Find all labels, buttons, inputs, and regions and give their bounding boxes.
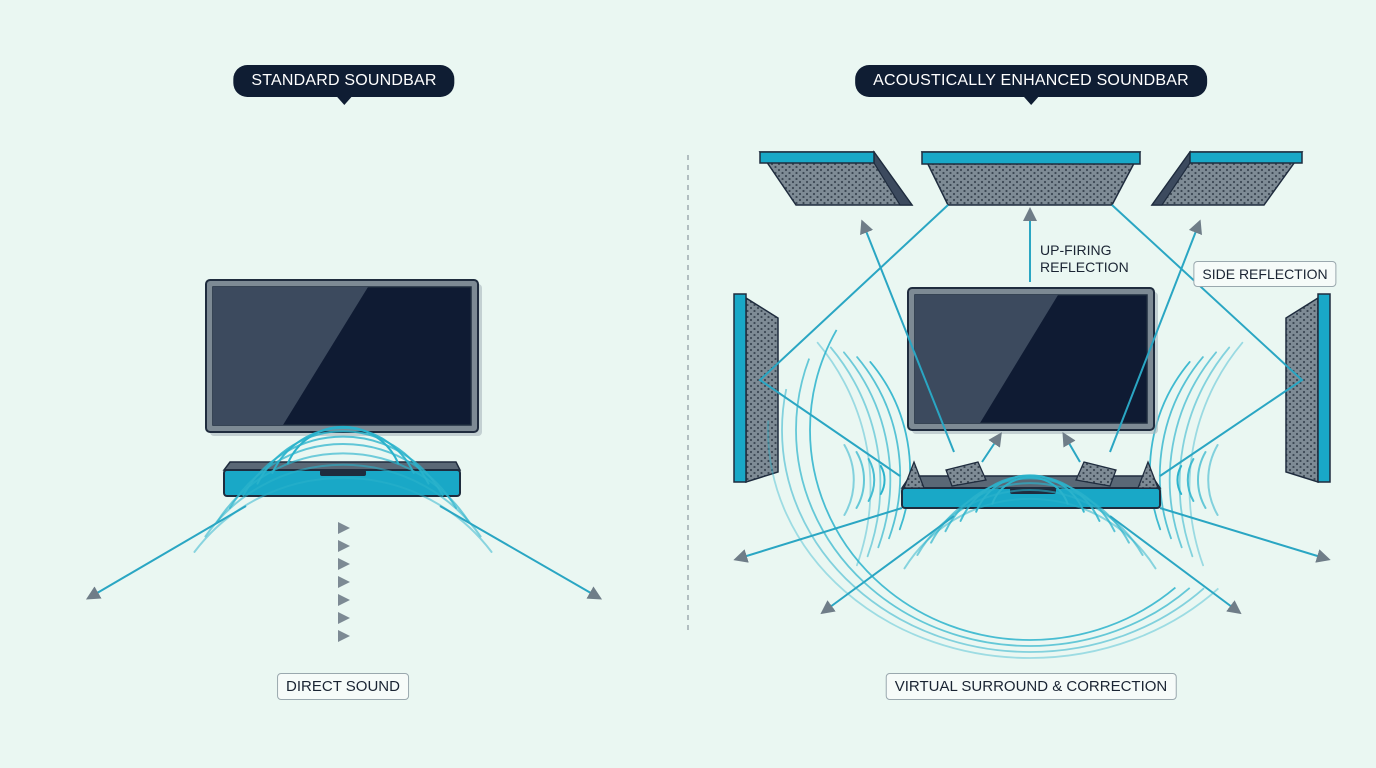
side-wave-left bbox=[855, 451, 866, 509]
direction-marker bbox=[338, 522, 350, 534]
surround-wave-arc-right bbox=[1168, 351, 1217, 549]
side-driver-right bbox=[1137, 460, 1159, 489]
direction-marker bbox=[338, 612, 350, 624]
direct-arrow-left bbox=[85, 505, 247, 600]
surround-wave-arc-left bbox=[856, 356, 902, 540]
surround-wave-arc-left bbox=[843, 351, 892, 549]
wave-arc bbox=[216, 452, 470, 523]
direction-marker bbox=[338, 594, 350, 606]
wave-arc bbox=[228, 443, 458, 509]
wall-panel-left bbox=[733, 293, 779, 484]
reflection-paths bbox=[758, 204, 1304, 477]
wave-arc bbox=[204, 463, 482, 538]
side-wave-right bbox=[1196, 451, 1207, 509]
side-wave-left bbox=[879, 465, 886, 495]
ceiling-panel-center bbox=[920, 151, 1142, 206]
left-panel bbox=[85, 279, 603, 642]
ceiling-panel-left bbox=[758, 150, 914, 206]
wall-panel-right bbox=[1285, 293, 1331, 484]
wave-direction-markers bbox=[338, 522, 350, 642]
surround-wave-arc-right bbox=[1158, 356, 1204, 540]
side-wave-right bbox=[1176, 465, 1183, 495]
outgoing-arrows bbox=[733, 507, 1331, 615]
tv-left bbox=[205, 279, 482, 436]
up-firing-driver-left bbox=[945, 461, 987, 487]
direction-marker bbox=[338, 540, 350, 552]
front-wave-arc bbox=[944, 477, 1116, 533]
surround-wave-arc bbox=[795, 213, 1265, 647]
front-wave-arc bbox=[903, 497, 1157, 570]
virtual-surround-label: VIRTUAL SURROUND & CORRECTION bbox=[885, 673, 1177, 700]
surround-wave-arc-right bbox=[1178, 346, 1231, 558]
side-wave-right bbox=[1186, 458, 1195, 502]
surround-wave-arc bbox=[767, 201, 1293, 659]
up-firing-line2: REFLECTION bbox=[1040, 259, 1129, 275]
right-panel bbox=[733, 150, 1331, 659]
up-firing-driver-right bbox=[1075, 461, 1117, 487]
side-wave-right bbox=[1207, 444, 1219, 516]
direct-arrow-right bbox=[439, 505, 603, 600]
direction-marker bbox=[338, 630, 350, 642]
direction-marker bbox=[338, 558, 350, 570]
surround-wave-arc-left bbox=[829, 346, 882, 558]
side-reflection-label: SIDE REFLECTION bbox=[1193, 261, 1337, 287]
side-driver-left bbox=[903, 460, 925, 489]
side-waves bbox=[843, 444, 1219, 516]
side-wave-left bbox=[867, 458, 876, 502]
enhanced-soundbar-title: ACOUSTICALLY ENHANCED SOUNDBAR bbox=[855, 65, 1207, 97]
direct-sound-label: DIRECT SOUND bbox=[277, 673, 409, 700]
side-wave-left bbox=[843, 444, 855, 516]
wave-arc bbox=[286, 425, 400, 465]
standard-soundbar-title: STANDARD SOUNDBAR bbox=[233, 65, 455, 97]
surround-wave-arc-right bbox=[1188, 341, 1244, 567]
surround-wave-arc bbox=[781, 207, 1279, 653]
surround-wave-arc-left bbox=[816, 341, 872, 567]
direction-marker bbox=[338, 576, 350, 588]
front-wave-arc bbox=[959, 474, 1101, 522]
up-firing-line1: UP-FIRING bbox=[1040, 242, 1112, 258]
surround-wave-arc bbox=[809, 219, 1251, 641]
soundbar-right bbox=[900, 460, 1162, 509]
up-firing-annotation: UP-FIRING REFLECTION bbox=[1040, 242, 1129, 276]
tv-right bbox=[907, 287, 1158, 434]
wave-arc bbox=[242, 435, 444, 497]
ceiling-panel-right bbox=[1150, 150, 1304, 206]
